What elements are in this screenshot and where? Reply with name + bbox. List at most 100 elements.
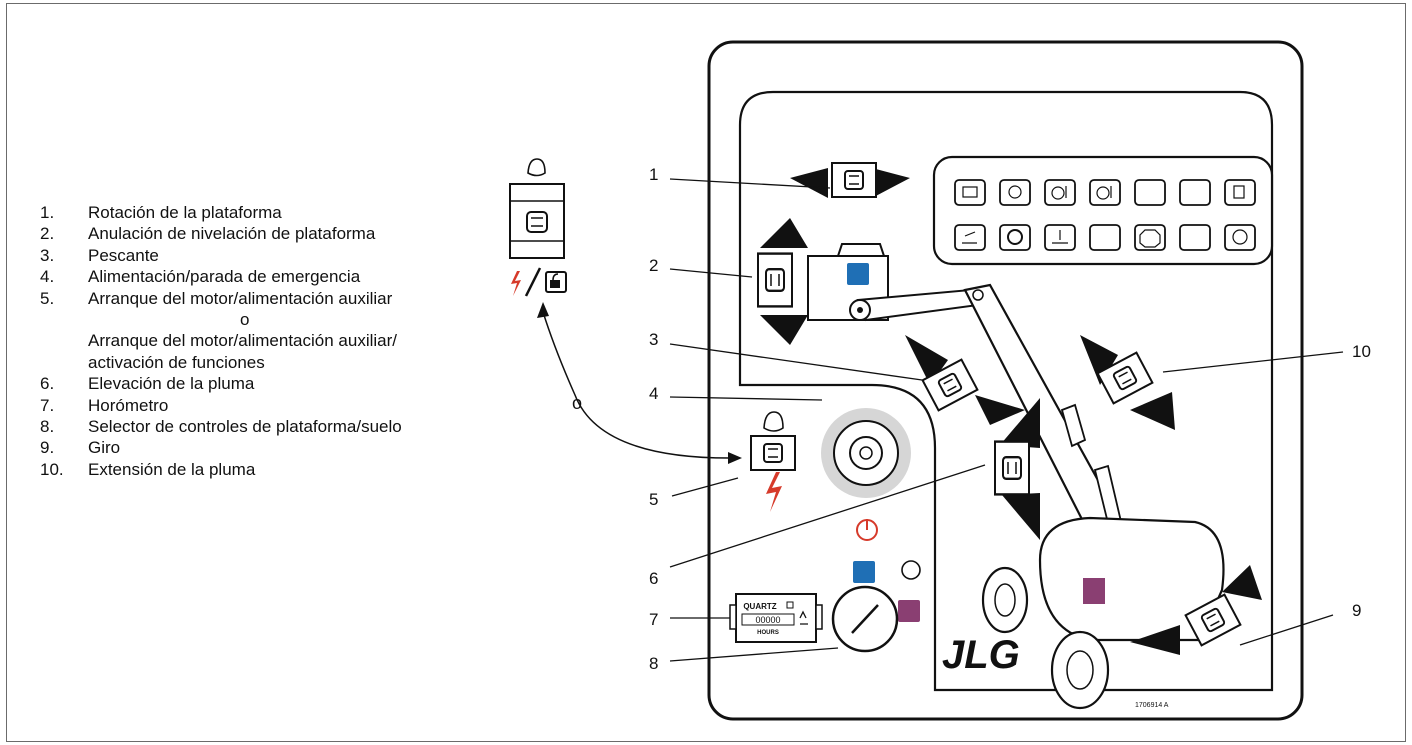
white-indicator-light <box>901 560 921 580</box>
legend-num: 4. <box>40 267 55 287</box>
legend-item-7: 7. Horómetro <box>40 395 402 416</box>
callout-10: 10 <box>1352 342 1371 361</box>
hour-meter-unit: HOURS <box>757 630 779 636</box>
legend-item-4: 4. Alimentación/parada de emergencia <box>40 266 402 287</box>
callout-3: 3 <box>649 330 658 349</box>
legend-text: Arranque del motor/alimentación auxiliar <box>88 288 393 308</box>
callout-9: 9 <box>1352 601 1361 620</box>
legend-num: 7. <box>40 395 55 415</box>
legend-item-3: 3. Pescante <box>40 245 402 266</box>
legend-item-5-alt-line2: activación de funciones <box>88 352 265 372</box>
callout-7: 7 <box>649 610 658 629</box>
arrow-6-up <box>1000 398 1040 448</box>
legend-item-8: 8. Selector de controles de plataforma/su… <box>40 416 402 437</box>
lightning-icon <box>766 472 782 512</box>
indicator-oil-pressure-icon <box>999 179 1031 206</box>
platform-basket-illustration <box>807 243 889 321</box>
platform-blue-indicator <box>847 263 869 285</box>
legend-num: 3. <box>40 245 55 265</box>
legend-text: Elevación de la pluma <box>88 374 255 394</box>
indicator-coolant-temp-icon <box>1044 179 1076 206</box>
callout-5: 5 <box>649 490 658 509</box>
direction-arrows <box>760 168 1262 655</box>
turntable-illustration <box>1038 516 1225 642</box>
legend-item-10: 10. Extensión de la pluma <box>40 459 402 480</box>
legend-num: 2. <box>40 224 55 244</box>
indicator-blank-icon <box>1179 179 1211 206</box>
callout-8: 8 <box>649 654 658 673</box>
callout-1: 1 <box>649 165 658 184</box>
legend-text: Rotación de la plataforma <box>88 203 282 222</box>
legend-text: Pescante <box>88 245 159 265</box>
alternate-start-switch <box>509 158 567 297</box>
wheel-illustration <box>981 566 1110 710</box>
arrow-3-down <box>975 395 1025 425</box>
arrow-1-left <box>790 168 828 198</box>
legend-item-5: 5. Arranque del motor/alimentación auxili… <box>40 288 402 309</box>
hour-meter-brand: QUARTZ <box>743 602 776 611</box>
arrow-1-right <box>872 168 910 198</box>
ground-control-purple-light <box>898 600 920 622</box>
hour-meter-digits: 00000 <box>755 615 780 625</box>
arrow-10-down <box>1130 392 1175 430</box>
alt-lightning-icon <box>511 271 521 296</box>
indicator-blank-icon <box>1179 224 1211 251</box>
toggle-1-platform-rotate[interactable] <box>831 162 877 198</box>
arrow-2-up <box>760 218 808 248</box>
arrow-9-left <box>1130 625 1180 655</box>
arrow-2-down <box>760 315 808 345</box>
legend-text: Giro <box>88 438 121 458</box>
key-selector-switch[interactable] <box>831 585 899 653</box>
legend-text: Alimentación/parada de emergencia <box>88 267 361 287</box>
hour-meter: QUARTZ 00000 HOURS <box>729 593 823 643</box>
indicator-battery-icon <box>954 179 986 206</box>
alternate-curve-arrow <box>542 311 739 459</box>
legend-text: Extensión de la pluma <box>88 459 256 479</box>
indicator-tilt-icon <box>954 224 986 251</box>
legend-num: 8. <box>40 417 55 437</box>
legend-num: 1. <box>40 203 55 222</box>
power-icon <box>856 519 878 541</box>
legend-num: 6. <box>40 374 55 394</box>
legend-num: 10. <box>40 459 64 479</box>
legend-num: 5. <box>40 288 55 308</box>
indicator-oil-temp-icon <box>1089 179 1121 206</box>
legend-item-5-alt-line1: Arranque del motor/alimentación auxiliar… <box>88 331 397 351</box>
platform-control-blue-light <box>853 561 875 583</box>
legend-text: Selector de controles de plataforma/suel… <box>88 417 402 437</box>
engine-icon <box>527 158 546 177</box>
indicator-engine-service-icon <box>999 224 1031 251</box>
indicator-glow-plug-icon <box>1224 224 1256 251</box>
toggle-2-platform-level[interactable] <box>756 252 794 308</box>
indicator-blank-icon <box>1089 224 1121 251</box>
jlg-logo: JLG <box>942 633 1020 677</box>
legend-text: Anulación de nivelación de plataforma <box>88 224 376 244</box>
legend-item-2: 2. Anulación de nivelación de plataforma <box>40 223 402 244</box>
toggle-6-boom-lift[interactable] <box>993 440 1031 496</box>
legend-item-9: 9.Giro <box>40 437 402 458</box>
legend-list: 1. Rotación de la plataforma 2. Anulación … <box>40 202 402 480</box>
arrow-6-down <box>1002 493 1040 540</box>
indicator-fuel-icon <box>1224 179 1256 206</box>
legend-or: o <box>240 310 250 330</box>
callout-lines <box>669 178 1344 662</box>
part-number: 1706914 A <box>1135 702 1169 709</box>
alternate-arrowhead-top <box>537 302 549 318</box>
indicator-blank-icon <box>1134 179 1166 206</box>
indicator-stop-icon <box>1134 224 1166 251</box>
toggle-5-engine-start[interactable] <box>750 435 796 471</box>
figure-frame <box>6 3 1406 742</box>
callout-4: 4 <box>649 384 658 403</box>
arrow-10-up <box>1080 335 1118 385</box>
callout-6: 6 <box>649 569 658 588</box>
emergency-stop-button[interactable] <box>821 408 911 498</box>
legend-text: Horómetro <box>88 395 169 415</box>
arrow-9-right <box>1222 565 1262 600</box>
legend-item-6: 6. Elevación de la pluma <box>40 373 402 394</box>
legend-item-1: 1. Rotación de la plataforma <box>40 202 402 223</box>
engine-icon <box>763 411 784 432</box>
turntable-purple-indicator <box>1083 578 1105 604</box>
or-label: o <box>572 393 582 413</box>
alternate-arrowhead-right <box>728 452 742 464</box>
